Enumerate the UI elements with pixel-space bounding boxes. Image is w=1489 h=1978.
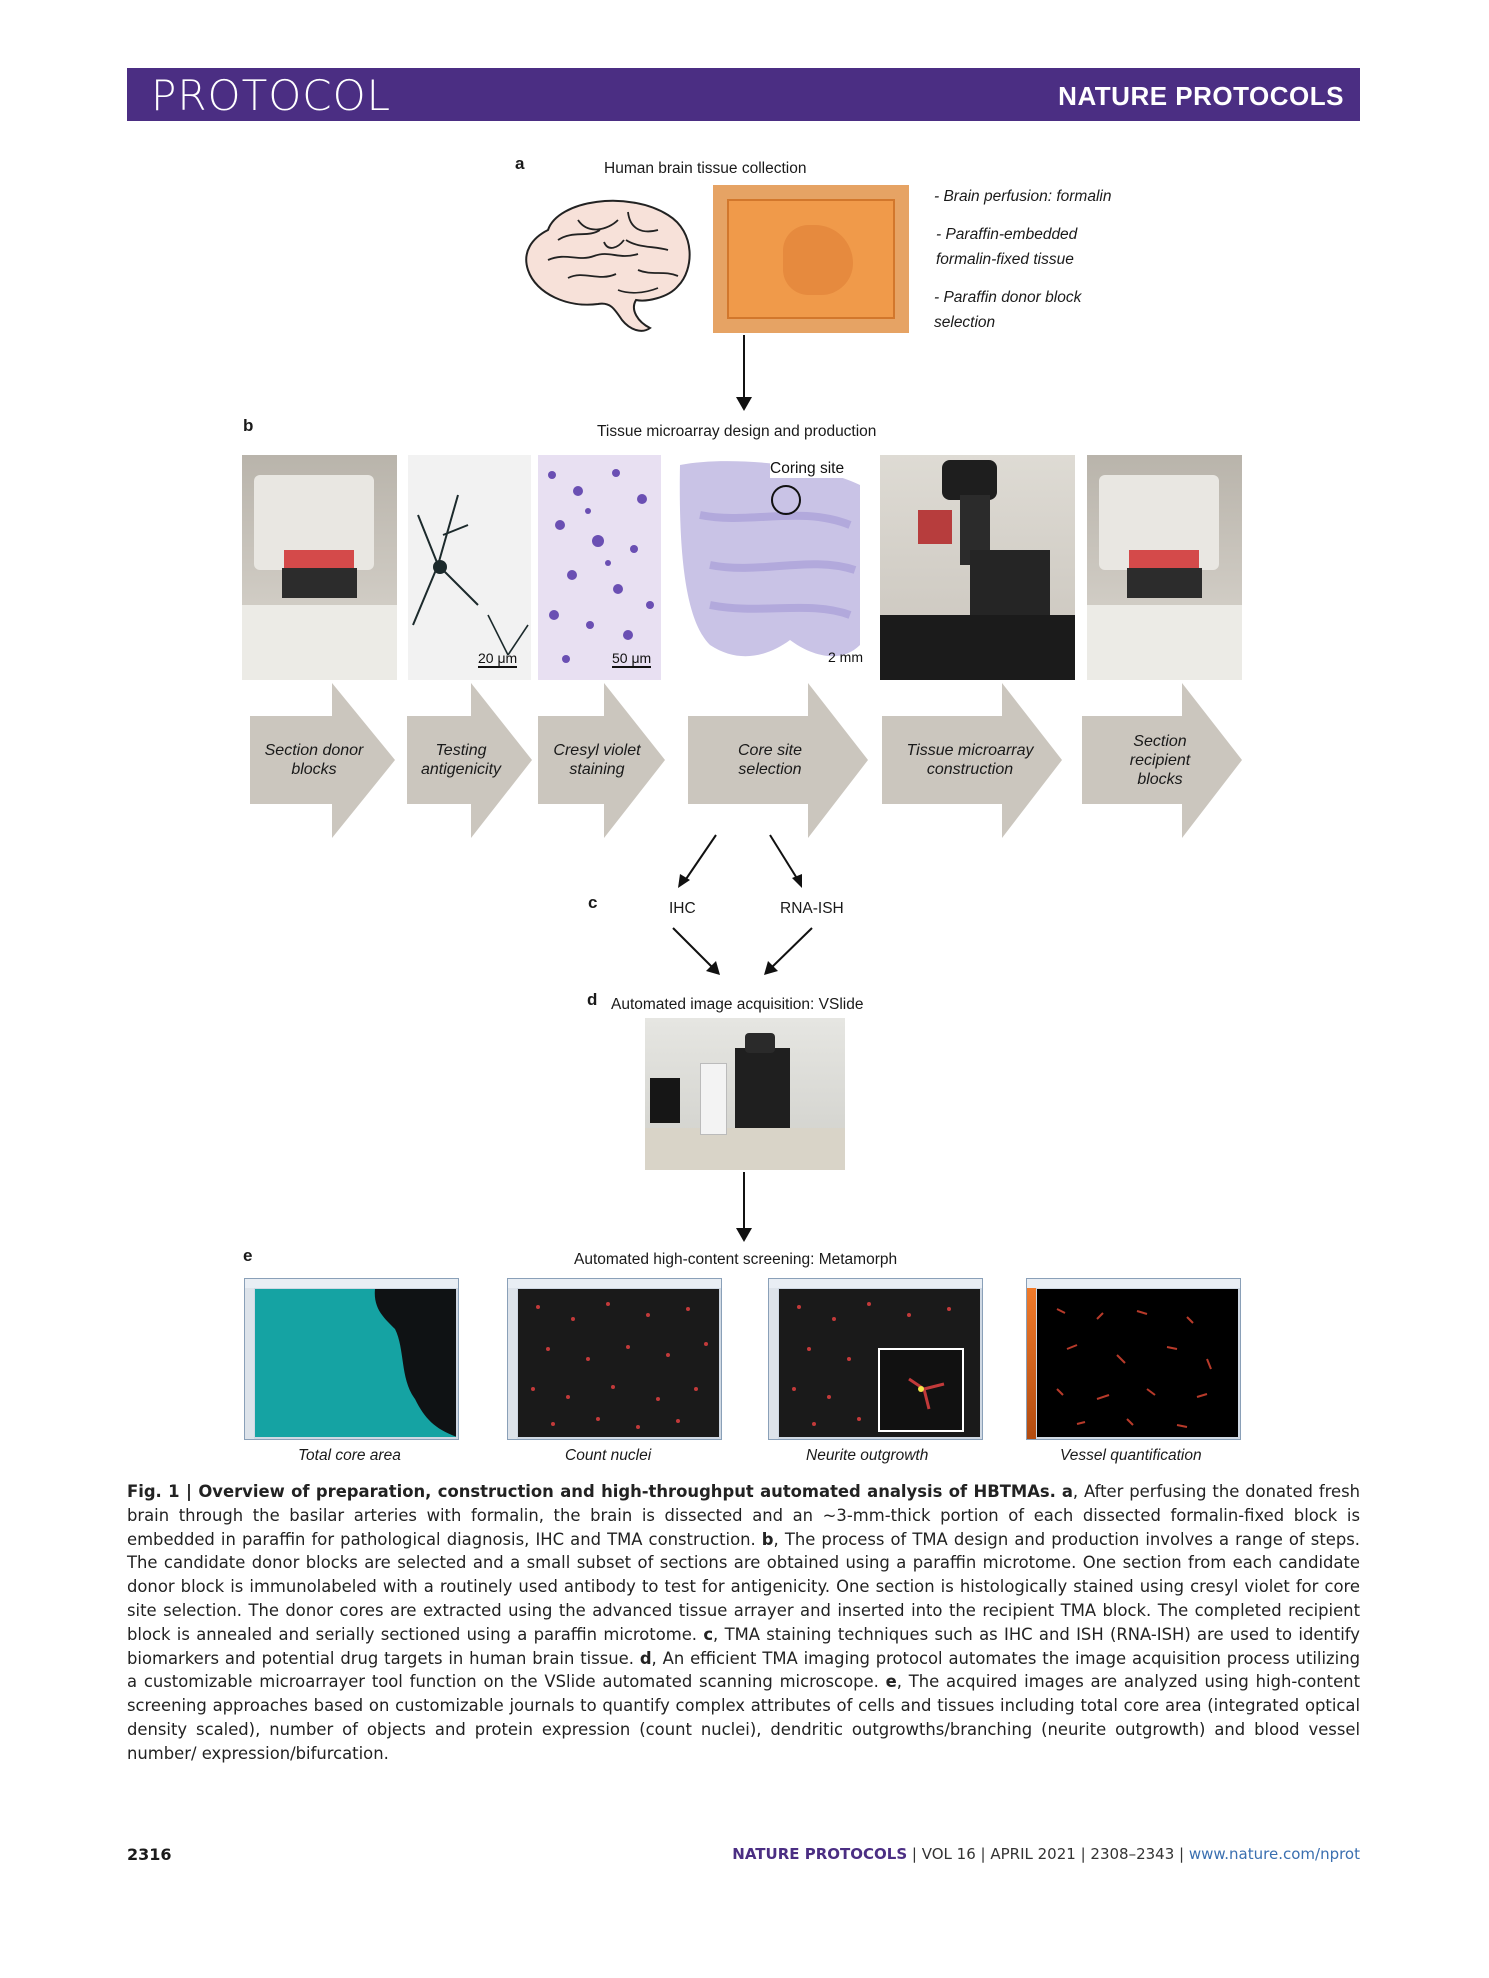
panel-d-label: d (587, 990, 598, 1009)
brain-illustration (525, 199, 691, 332)
step-arrow-2 (407, 683, 532, 838)
paraffin-block-photo (713, 185, 909, 333)
cresyl-violet-photo: 50 μm (538, 455, 661, 680)
footer-citation: NATURE PROTOCOLS | VOL 16 | APRIL 2021 |… (732, 1845, 1360, 1863)
caption-count-nuclei: Count nuclei (565, 1447, 652, 1464)
panel-b-label: b (243, 416, 254, 435)
screenshot-count-nuclei (507, 1278, 722, 1440)
down-arrow-icon (736, 335, 752, 411)
caption-total-core-area: Total core area (298, 1447, 401, 1464)
split-arrows-icon (678, 834, 802, 888)
coring-site-label: Coring site (770, 460, 845, 478)
journal-name: NATURE PROTOCOLS (1058, 81, 1344, 111)
step-arrow-1 (250, 683, 395, 838)
panel-e-title: Automated high-content screening: Metamo… (574, 1251, 898, 1268)
note-2: - Paraffin-embedded (936, 226, 1078, 243)
footer-brand: NATURE PROTOCOLS (732, 1845, 908, 1863)
figure-caption-title: Fig. 1 | Overview of preparation, constr… (127, 1482, 1056, 1501)
microtome-photo-1 (242, 455, 397, 680)
panel-d-title: Automated image acquisition: VSlide (611, 996, 864, 1013)
header-bar: PROTOCOL NATURE PROTOCOLS (127, 68, 1360, 121)
note-2b: formalin-fixed tissue (936, 251, 1074, 268)
note-3b: selection (934, 314, 996, 331)
caption-neurite-outgrowth: Neurite outgrowth (806, 1447, 929, 1464)
page-number: 2316 (127, 1845, 172, 1864)
antigenicity-photo: 20 μm (408, 455, 531, 680)
panel-a-label: a (515, 154, 525, 173)
footer-url-link[interactable]: www.nature.com/nprot (1188, 1845, 1360, 1863)
tissue-arrayer-photo (880, 455, 1075, 680)
ihc-label: IHC (669, 900, 696, 917)
section-title: PROTOCOL (151, 71, 392, 120)
screenshot-neurite-outgrowth (768, 1278, 983, 1440)
screenshot-vessel-quantification (1026, 1278, 1241, 1440)
rna-ish-label: RNA-ISH (780, 900, 844, 917)
core-site-photo: Coring site 2 mm (670, 455, 870, 680)
scale-bar-2mm: 2 mm (828, 649, 863, 665)
note-3: - Paraffin donor block (934, 289, 1082, 306)
caption-vessel-quantification: Vessel quantification (1060, 1447, 1202, 1464)
panel-b-title: Tissue microarray design and production (597, 423, 877, 440)
scale-bar-50um: 50 μm (612, 650, 652, 668)
step-arrow-6 (1082, 683, 1242, 838)
step-arrow-4 (688, 683, 868, 838)
step-arrow-5 (882, 683, 1062, 838)
note-1: - Brain perfusion: formalin (934, 188, 1112, 205)
step-arrow-3 (538, 683, 665, 838)
screenshot-total-core-area (244, 1278, 459, 1440)
merge-arrows-icon (672, 927, 813, 975)
panel-c-label: c (588, 893, 598, 912)
microtome-photo-2 (1087, 455, 1242, 680)
figure-caption: Fig. 1 | Overview of preparation, constr… (127, 1482, 1361, 1763)
panel-e-label: e (243, 1246, 253, 1265)
panel-a-title: Human brain tissue collection (604, 160, 807, 177)
scale-bar-20um: 20 μm (478, 650, 518, 668)
vslide-microscope-photo (645, 1018, 845, 1170)
down-arrow-2-icon (736, 1172, 752, 1242)
